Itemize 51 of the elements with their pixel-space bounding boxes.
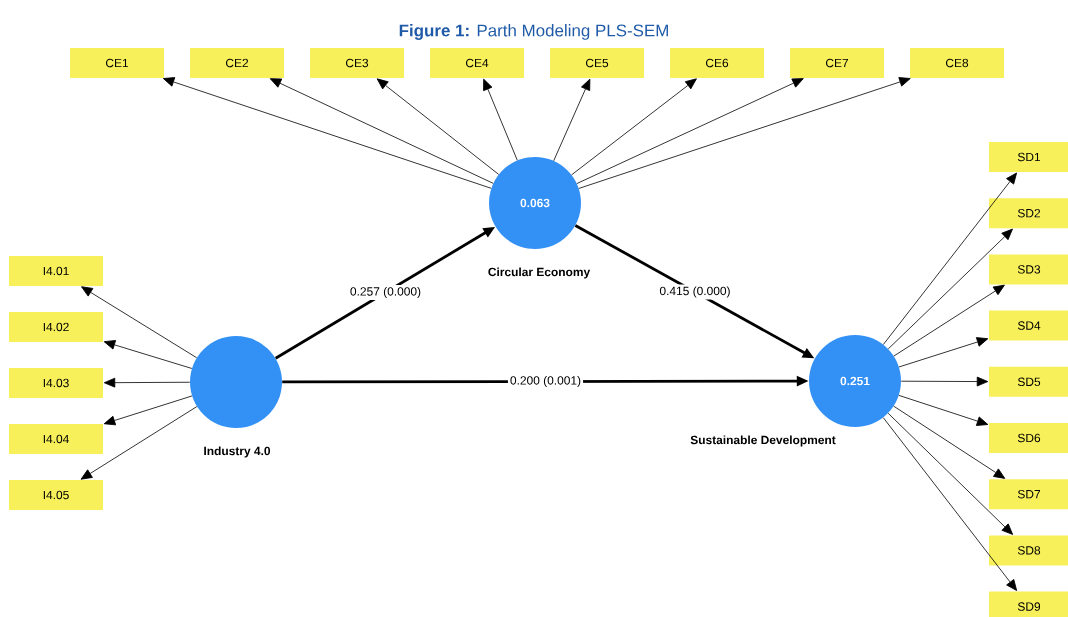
indicator-box: CE3 [310,48,404,78]
indicator-box: CE7 [790,48,884,78]
indicator-box: CE2 [190,48,284,78]
indicator-box: CE8 [910,48,1004,78]
arrow [162,77,492,189]
arrow [578,77,911,189]
arrow [893,405,1006,479]
construct-label: Industry 4.0 [204,446,271,458]
arrow [882,172,1017,345]
arrow [483,78,518,161]
arrow [103,395,193,426]
arrow [269,78,494,184]
indicator-box: SD6 [989,423,1068,453]
indicator-box: SD2 [989,198,1068,229]
arrow [882,417,1018,591]
indicator-box: CE5 [550,48,644,78]
arrow [80,406,198,480]
arrow [893,284,1005,357]
arrow [887,228,1013,350]
arrow [81,286,198,359]
indicator-box: SD7 [989,479,1068,510]
arrow [571,78,697,176]
edge-label: 0.415 (0.000) [657,284,733,300]
arrow [103,340,193,369]
edge-label: 0.257 (0.000) [347,284,424,301]
indicator-box: I4.03 [9,368,103,398]
figure-title: Figure 1: Parth Modeling PLS-SEM [399,24,668,40]
indicator-box: I4.05 [9,480,103,510]
indicator-box: I4.01 [9,256,103,286]
arrow [376,78,500,175]
indicator-box: I4.02 [9,312,103,342]
arrow [898,337,989,368]
construct-label: Circular Economy [488,267,591,279]
indicator-box: SD8 [989,535,1068,566]
indicator-box: SD1 [989,142,1068,172]
arrow [103,377,191,388]
arrow [900,376,989,387]
indicator-box: SD4 [989,310,1068,341]
arrow [887,412,1014,535]
arrow [898,394,989,426]
indicator-box: CE6 [670,48,764,78]
indicator-box: SD3 [989,254,1068,285]
indicator-box: CE4 [430,48,524,78]
arrow [576,78,804,184]
construct-label: Sustainable Development [690,435,836,447]
indicator-box: SD5 [989,366,1068,397]
arrow [553,78,591,162]
edge-label: 0.200 (0.001) [507,373,584,390]
indicator-box: I4.04 [9,424,103,454]
indicator-box: SD9 [989,591,1068,617]
indicator-box: CE1 [70,48,164,78]
